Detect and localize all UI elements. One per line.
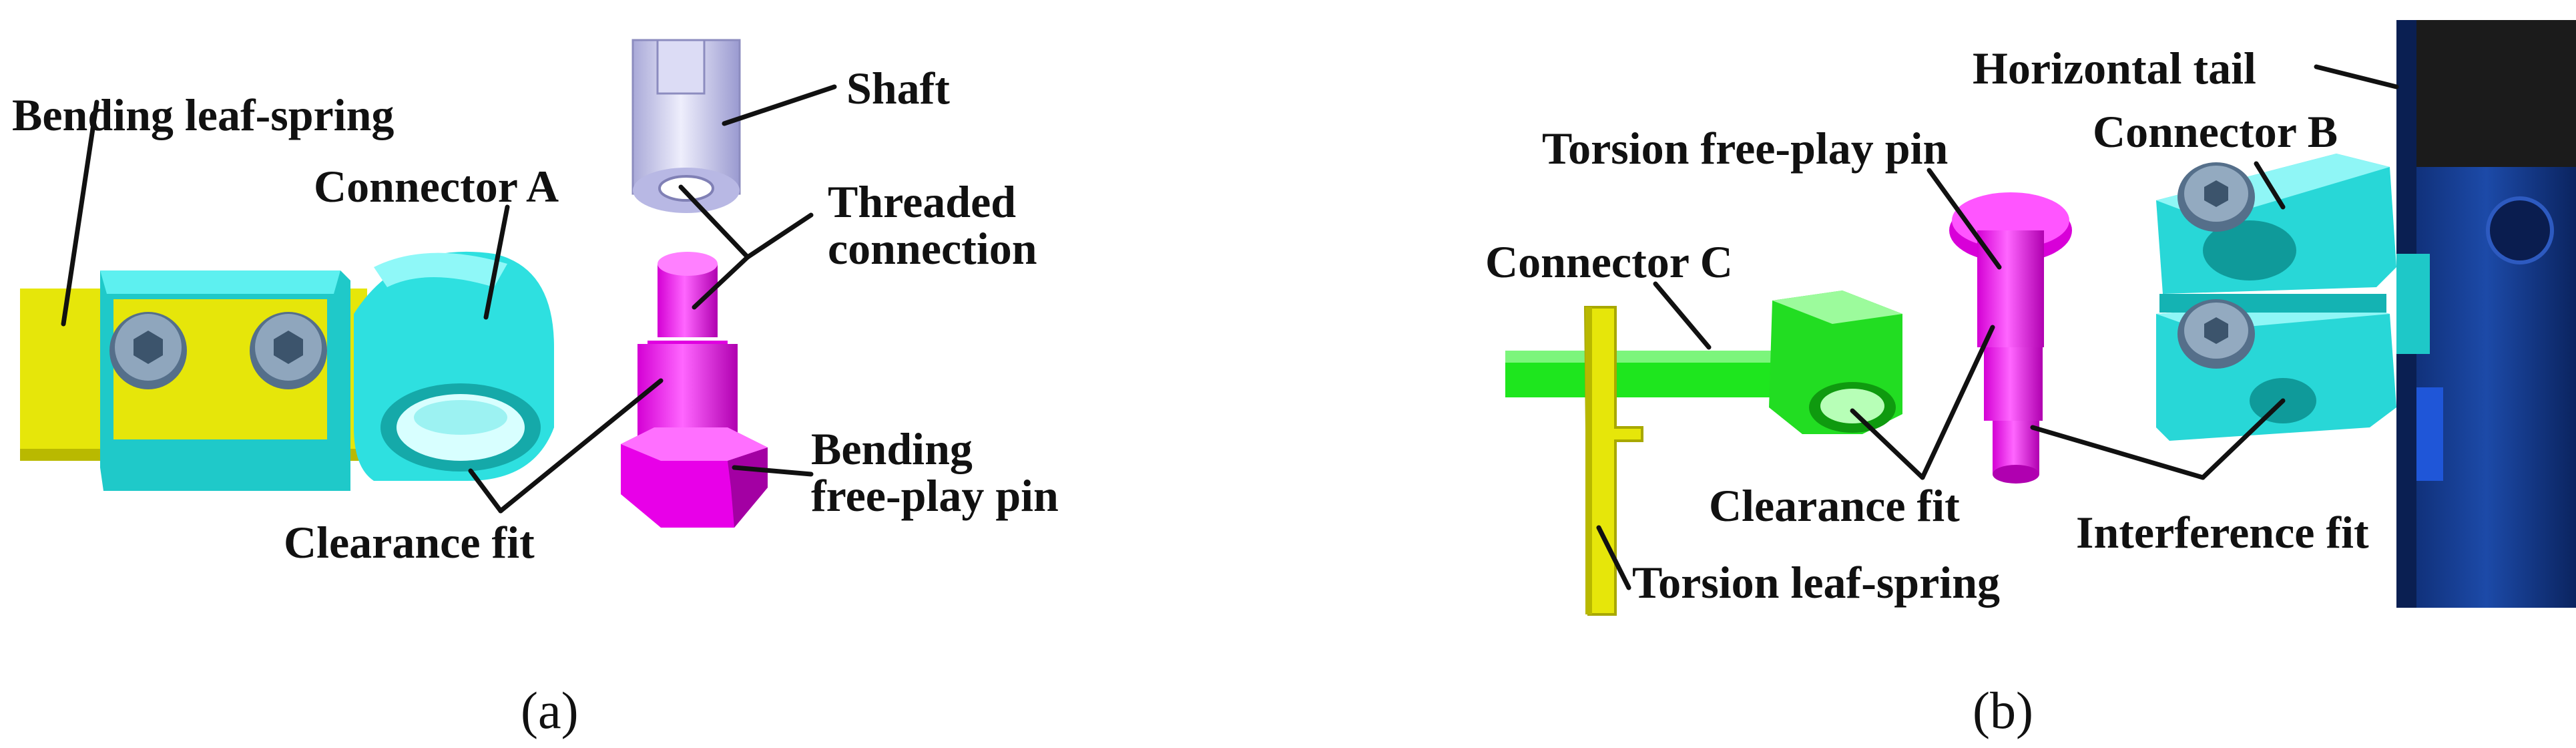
label-bending-leaf-spring: Bending leaf-spring — [12, 89, 394, 140]
label-connection: connection — [828, 223, 1037, 274]
caption-a: (a) — [521, 681, 579, 739]
label-clearance-fit-a: Clearance fit — [284, 517, 535, 568]
label-interference-fit: Interference fit — [2076, 507, 2369, 558]
leader-line — [678, 184, 750, 260]
bolt-icon — [2177, 162, 2255, 232]
leader-line — [1920, 325, 1995, 480]
leader-line — [722, 84, 837, 126]
label-connector-a: Connector A — [314, 161, 559, 212]
panel-a: Bending leaf-spring Connector A Shaft Th… — [12, 39, 1059, 739]
leader-line — [692, 254, 750, 310]
label-connector-b: Connector B — [2093, 106, 2338, 157]
leader-line — [498, 378, 664, 514]
label-bending: Bending — [811, 423, 973, 474]
leader-line — [1596, 525, 1631, 590]
bending-free-play-pin — [621, 252, 768, 528]
label-horizontal-tail: Horizontal tail — [1973, 43, 2256, 94]
caption-b: (b) — [1973, 681, 2033, 739]
label-free-play-pin: free-play pin — [811, 470, 1059, 521]
label-torsion-free-play-pin: Torsion free-play pin — [1542, 123, 1948, 174]
label-shaft: Shaft — [846, 63, 950, 114]
leader-line — [2254, 161, 2286, 210]
bolt-icon — [250, 312, 327, 389]
leader-line — [2200, 398, 2286, 480]
connector-c — [1505, 291, 1902, 434]
label-threaded: Threaded — [828, 176, 1016, 227]
leader-line — [61, 100, 99, 327]
torsion-leaf-spring — [1583, 306, 1643, 616]
panel-b: Horizontal tail Connector B Torsion free… — [1485, 20, 2576, 739]
leader-line — [1653, 281, 1712, 350]
torsion-free-play-pin — [1949, 192, 2072, 484]
leader-line — [483, 204, 510, 320]
leader-line — [468, 468, 503, 514]
label-connector-c: Connector C — [1485, 236, 1733, 287]
leader-line — [1850, 408, 1925, 480]
leader-line — [745, 212, 814, 260]
leader-line — [2314, 64, 2399, 89]
leader-line — [2030, 425, 2206, 480]
label-clearance-fit-b: Clearance fit — [1709, 480, 1960, 531]
label-torsion-leaf-spring: Torsion leaf-spring — [1632, 557, 2000, 608]
bolt-icon — [2177, 299, 2255, 369]
shaft — [631, 39, 741, 213]
leader-line — [1926, 168, 2002, 270]
leader-line — [732, 465, 814, 477]
bolt-icon — [109, 312, 187, 389]
